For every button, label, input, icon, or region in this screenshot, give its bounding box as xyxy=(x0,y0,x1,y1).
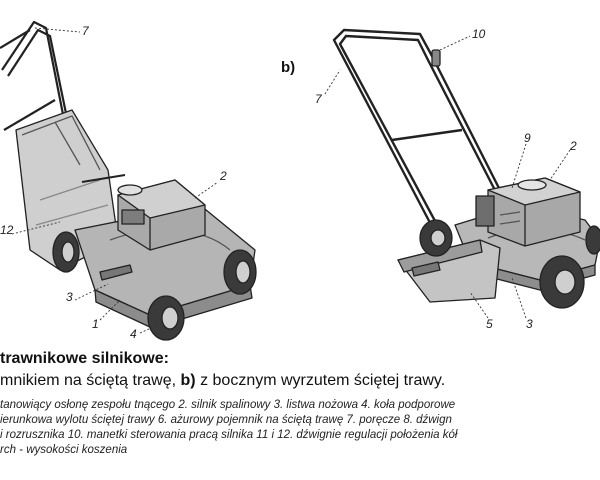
legend-line-1: tanowiący osłonę zespołu tnącego 2. siln… xyxy=(0,399,456,411)
mower-b-handle xyxy=(332,28,507,239)
callout-a-3: 3 xyxy=(66,290,73,304)
mower-a-wheels xyxy=(52,231,257,341)
mower-b-throttle-lever xyxy=(431,49,441,67)
callout-b-3: 3 xyxy=(526,317,533,331)
callout-b-7: 7 xyxy=(315,92,323,106)
callout-b-5: 5 xyxy=(486,317,493,331)
panel-b-label: b) xyxy=(281,59,295,76)
caption-subtitle-bold: b) xyxy=(180,372,196,389)
legend-line-3: i rozrusznika 10. manetki sterowania pra… xyxy=(0,429,458,441)
caption-subtitle: mnikiem na ściętą trawę, b) z bocznym wy… xyxy=(0,372,600,390)
mower-b xyxy=(332,28,600,309)
mower-b-engine xyxy=(475,177,581,247)
mower-a-handle xyxy=(0,20,76,153)
callout-a-4: 4 xyxy=(130,327,137,341)
callout-a-1: 1 xyxy=(92,317,99,331)
callout-b-10: 10 xyxy=(472,27,486,41)
callout-a-12: 12 xyxy=(0,223,14,237)
callout-a-7: 7 xyxy=(82,24,90,38)
callout-a-2: 2 xyxy=(219,169,227,183)
mower-a-leaders xyxy=(11,27,219,334)
mower-b-leaders xyxy=(324,35,571,319)
caption-subtitle-part2: z bocznym wyrzutem ściętej trawy. xyxy=(195,372,446,389)
legend-line-4: rch - wysokości koszenia xyxy=(0,444,128,456)
callout-b-9: 9 xyxy=(524,131,531,145)
caption-subtitle-part1: mnikiem na ściętą trawę, xyxy=(0,372,181,389)
caption-title: trawnikowe silnikowe: xyxy=(0,350,169,367)
mower-a xyxy=(0,20,257,341)
mower-b-wheels xyxy=(419,219,600,309)
legend-line-2: ierunkowa wylotu ściętej trawy 6. ażurow… xyxy=(0,414,452,426)
mower-illustration: 7 2 12 3 1 4 b) xyxy=(0,20,600,341)
mower-a-engine xyxy=(81,174,206,251)
callout-b-2: 2 xyxy=(569,139,577,153)
mower-a-blade-strip xyxy=(99,264,133,281)
